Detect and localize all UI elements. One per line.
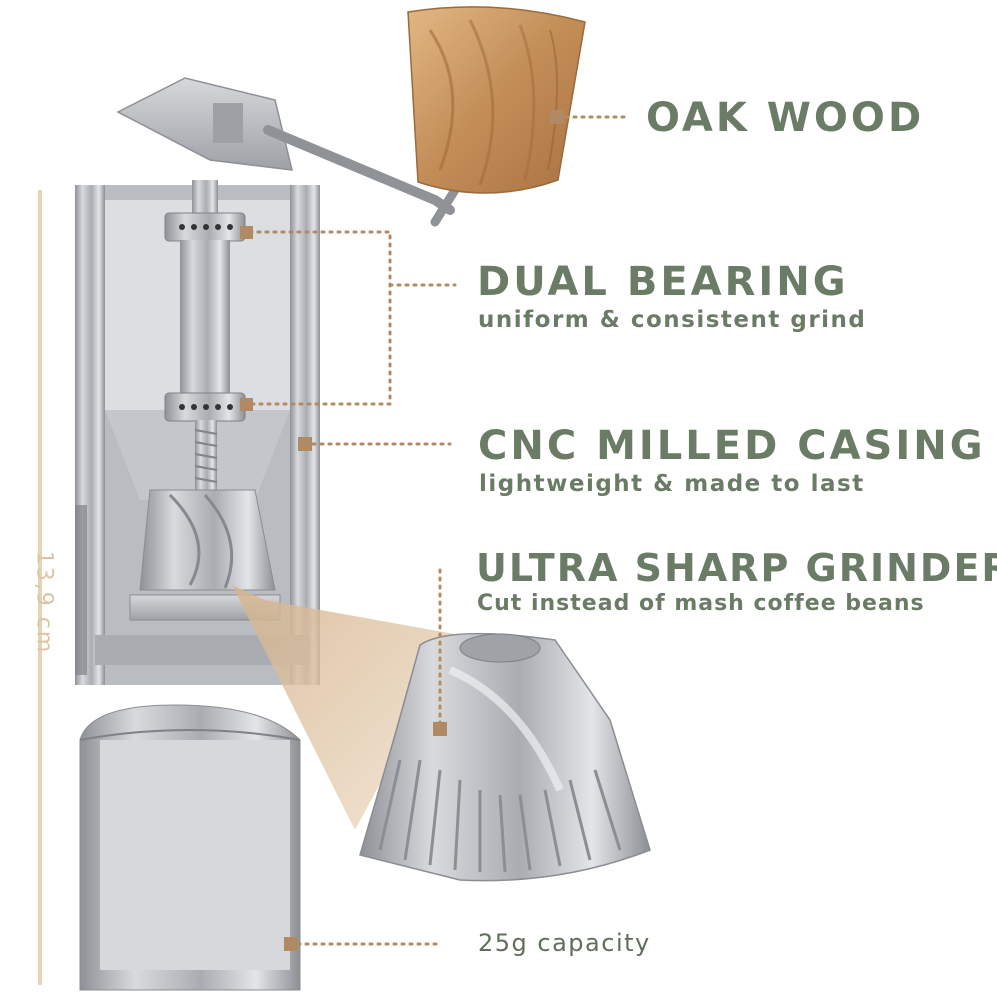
feature-subtitle-grinder: Cut instead of mash coffee beans bbox=[477, 591, 925, 616]
feature-title-grinder: ULTRA SHARP GRINDER bbox=[476, 546, 997, 590]
callout-leaders bbox=[248, 115, 630, 946]
bearing-shaft bbox=[164, 180, 246, 490]
feature-title-oak-wood: OAK WOOD bbox=[646, 95, 925, 141]
feature-title-cnc-casing: CNC MILLED CASING bbox=[478, 423, 986, 469]
capacity-label: 25g capacity bbox=[478, 929, 651, 957]
feature-subtitle-cnc-casing: lightweight & made to last bbox=[479, 471, 865, 497]
zoom-beam bbox=[232, 585, 460, 830]
feature-title-dual-bearing: DUAL BEARING bbox=[477, 259, 849, 305]
catch-cup bbox=[79, 704, 301, 991]
height-dimension-label: 13,9 cm bbox=[31, 550, 57, 655]
large-burr bbox=[359, 632, 651, 882]
feature-subtitle-dual-bearing: uniform & consistent grind bbox=[478, 307, 867, 333]
callout-markers bbox=[240, 110, 564, 951]
crank-handle bbox=[116, 77, 460, 227]
oak-knob bbox=[407, 6, 586, 194]
